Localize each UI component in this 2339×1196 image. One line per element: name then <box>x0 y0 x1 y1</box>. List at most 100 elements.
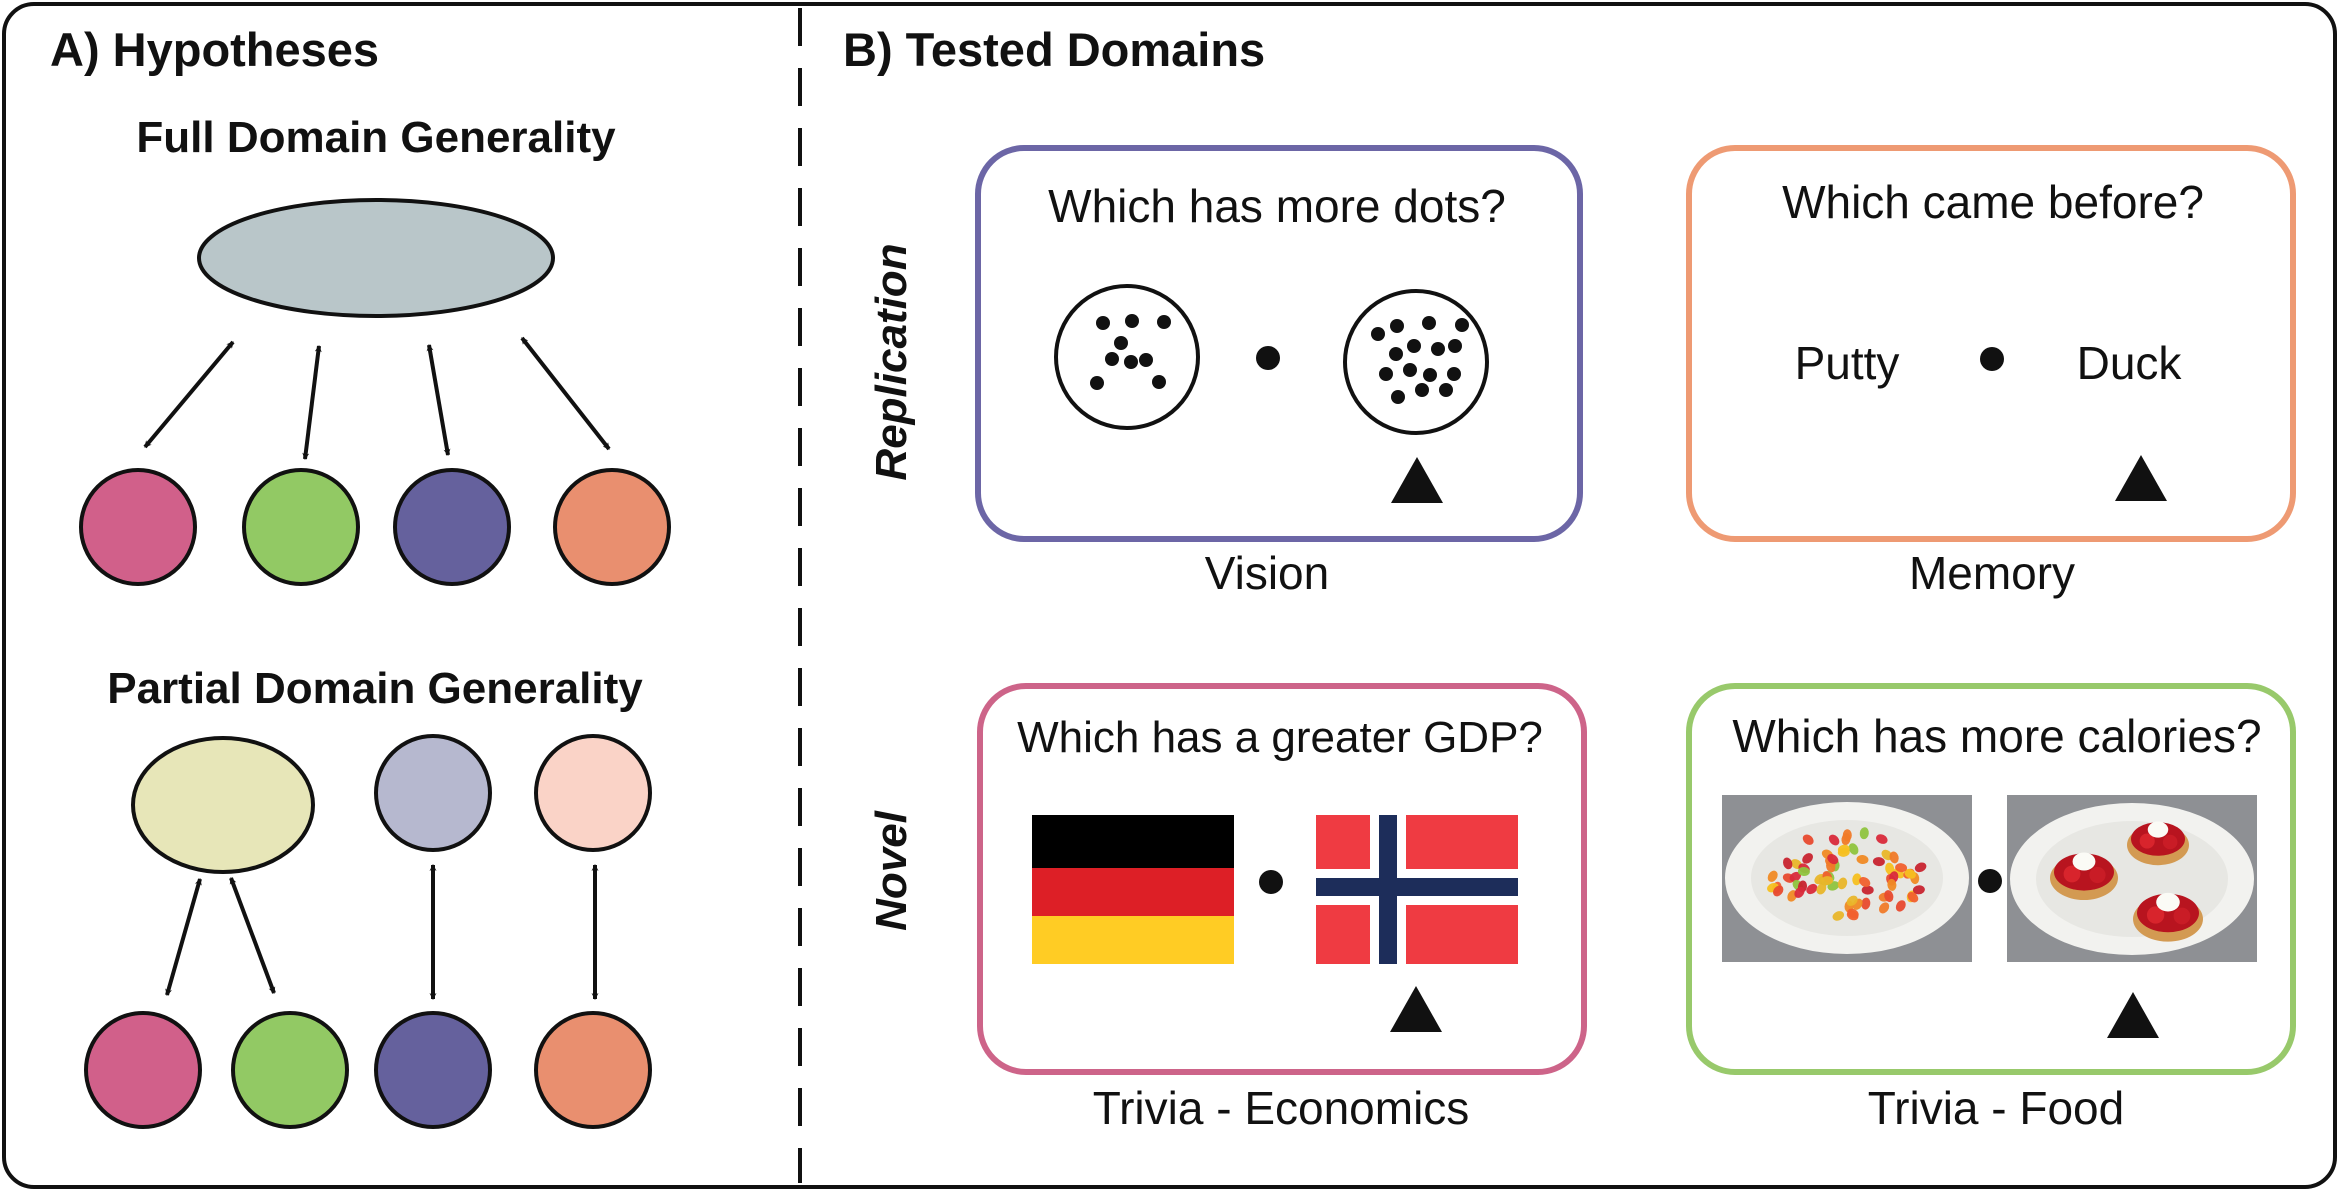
gummy-bear <box>1914 862 1927 873</box>
economics-question: Which has a greater GDP? <box>1017 713 1543 762</box>
full-node-3 <box>393 468 511 586</box>
memory-answer-triangle <box>2115 455 2167 501</box>
vision-right-dot <box>1422 316 1436 330</box>
full-node-1 <box>79 468 197 586</box>
gummy-bear <box>1852 873 1862 886</box>
gummy-bear <box>1859 827 1869 840</box>
gummy-bear <box>1827 854 1839 865</box>
vision-right-dot <box>1448 339 1462 353</box>
gummy-bear <box>1837 844 1850 854</box>
economics-answer-triangle <box>1390 986 1442 1032</box>
germany-flag-stripe-gold <box>1032 916 1234 964</box>
vision-answer-triangle <box>1391 457 1443 503</box>
gummy-bear <box>1837 877 1848 890</box>
gummy-bears-photo <box>1722 795 1972 962</box>
tart-cream <box>2072 852 2096 871</box>
vision-right-dot <box>1423 368 1437 382</box>
strawberry-tarts-photo <box>2007 795 2257 962</box>
partial-arrow-1 <box>165 877 202 997</box>
strawberry-tarts <box>2050 821 2203 942</box>
full-domain-nodes <box>79 468 671 586</box>
vision-right-dot <box>1379 367 1393 381</box>
gummy-bear <box>1889 851 1899 864</box>
vision-right-dot <box>1439 383 1453 397</box>
food-label: Trivia - Food <box>1868 1082 2124 1134</box>
food-card: Which has more calories? Trivia - Food <box>1686 683 2296 1134</box>
memory-separator-dot <box>1980 347 2004 371</box>
gummy-bear <box>1872 857 1885 867</box>
economics-label: Trivia - Economics <box>1093 1082 1470 1134</box>
row-label-novel: Novel <box>867 810 916 931</box>
economics-separator-dot <box>1259 870 1283 894</box>
full-arrow-2 <box>302 344 322 461</box>
gummy-bear <box>1895 900 1906 912</box>
gummy-bear <box>1816 882 1827 895</box>
tart-strawberry <box>2173 907 2191 925</box>
gummy-bear <box>1789 871 1801 882</box>
vision-right-dot <box>1447 367 1461 381</box>
vision-right-dot <box>1371 327 1385 341</box>
gummy-bear <box>1879 902 1890 914</box>
vision-left-dots <box>1090 314 1171 390</box>
gummy-bear <box>1912 885 1925 895</box>
partial-general-ellipse <box>131 736 315 874</box>
panel-a-title: A) Hypotheses <box>50 23 379 76</box>
partial-node-2 <box>231 1011 349 1129</box>
full-generality-title: Full Domain Generality <box>136 113 616 162</box>
gummy-bear <box>1861 885 1874 895</box>
economics-card: Which has a greater GDP? Trivia - Econom… <box>977 683 1587 1134</box>
vision-left-dot <box>1157 315 1171 329</box>
full-arrow-1 <box>143 340 235 449</box>
vision-left-dot <box>1152 375 1166 389</box>
gummy-plate-rim <box>1751 820 1943 936</box>
norway-flag-blue-horizontal <box>1316 878 1518 896</box>
panel-b-title: B) Tested Domains <box>843 23 1265 76</box>
partial-node-1 <box>84 1011 202 1129</box>
gummy-bear <box>1828 834 1840 846</box>
germany-flag-stripe-red <box>1032 868 1234 916</box>
partial-domain-nodes <box>84 1011 652 1129</box>
full-arrow-3 <box>426 343 451 457</box>
gummy-bear <box>1802 853 1813 864</box>
gummy-bear <box>1895 863 1908 873</box>
vision-right-dot <box>1391 390 1405 404</box>
tart-strawberry <box>2146 906 2165 924</box>
gummy-bear <box>1797 866 1810 877</box>
memory-label: Memory <box>1909 547 2075 599</box>
gummy-bear <box>1861 897 1871 910</box>
vision-right-dot <box>1403 363 1417 377</box>
partial-arrows <box>165 863 599 1001</box>
gummy-bear <box>1767 870 1778 882</box>
row-label-replication: Replication <box>867 243 916 480</box>
full-general-ellipse <box>197 198 555 318</box>
partial-upper-node-2 <box>534 734 652 852</box>
vision-right-dot <box>1390 319 1404 333</box>
gummy-bear <box>1904 868 1916 879</box>
partial-arrow-2 <box>229 877 276 994</box>
gummy-bear <box>1907 891 1919 903</box>
germany-flag-stripe-black <box>1032 815 1234 868</box>
tart-cream <box>2147 821 2169 838</box>
gummy-bear <box>1848 843 1859 855</box>
full-node-2 <box>242 468 360 586</box>
food-separator-dot <box>1978 869 2002 893</box>
full-arrows <box>143 336 611 461</box>
vision-card: Which has more dots? Vision <box>975 145 1583 599</box>
full-node-4 <box>553 468 671 586</box>
tart-strawberry <box>2162 834 2178 850</box>
vision-left-dot <box>1114 336 1128 350</box>
gummy-bear <box>1856 854 1869 865</box>
partial-node-3 <box>374 1011 492 1129</box>
vision-right-dot <box>1455 318 1469 332</box>
tart-strawberry <box>2089 866 2106 884</box>
tart-cream <box>2156 892 2180 912</box>
gummy-bear <box>1802 834 1814 845</box>
vision-left-dot <box>1090 376 1104 390</box>
partial-generality-title: Partial Domain Generality <box>107 664 643 713</box>
partial-node-4 <box>534 1011 652 1129</box>
gummy-bear <box>1842 829 1852 842</box>
vision-question: Which has more dots? <box>1048 180 1506 232</box>
food-question: Which has more calories? <box>1732 710 2261 762</box>
full-arrow-4 <box>520 336 611 451</box>
